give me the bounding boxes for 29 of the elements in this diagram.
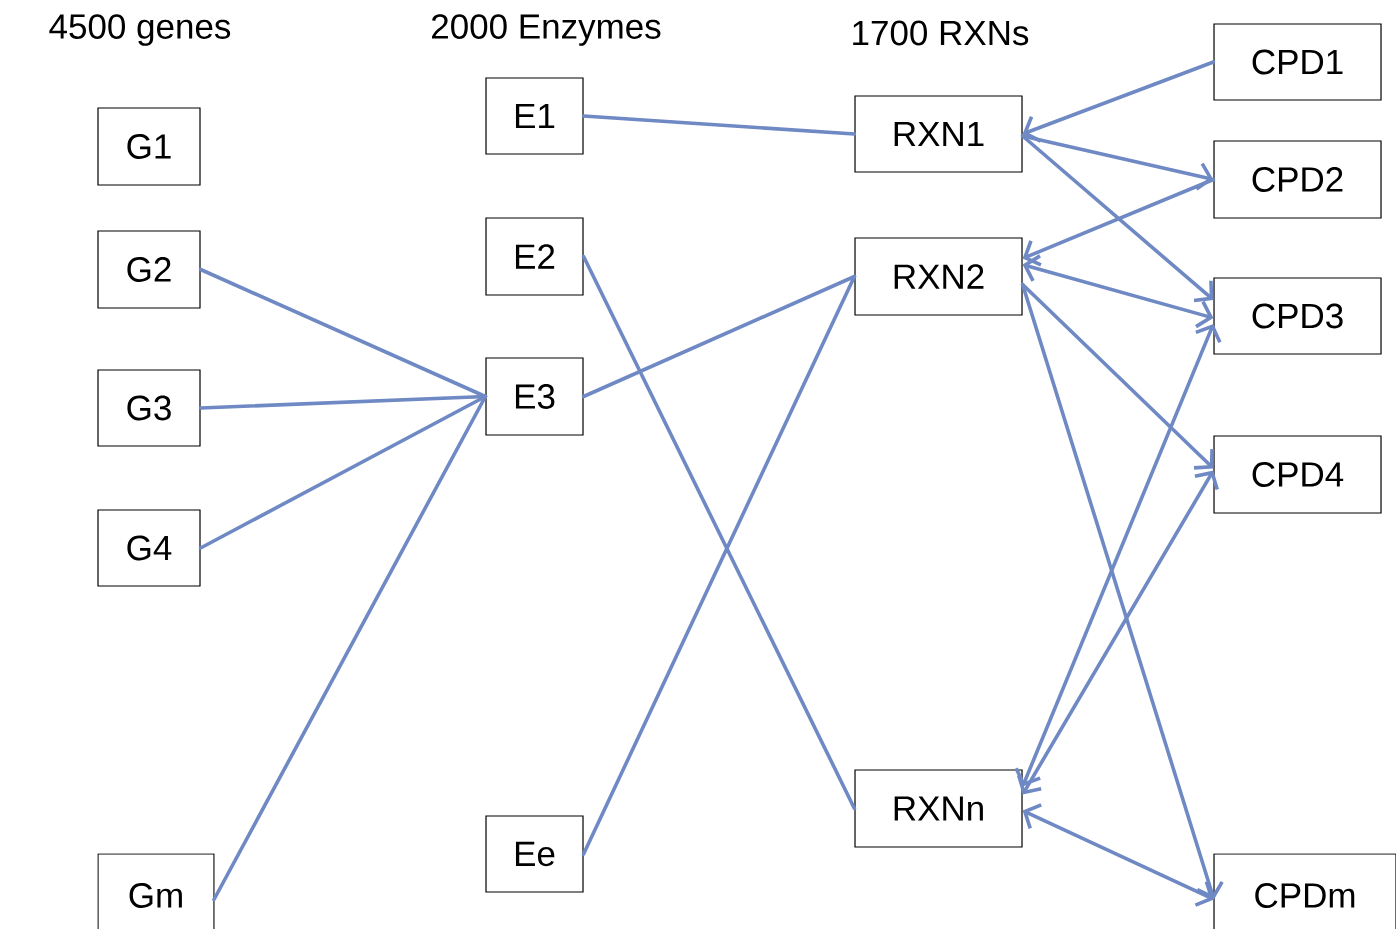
- arrow: [1014, 324, 1222, 787]
- box: CPD2: [1213, 140, 1382, 219]
- box: G2: [97, 230, 201, 309]
- box: G4: [97, 509, 201, 587]
- box: RXN2: [854, 237, 1023, 316]
- column-heading: 4500 genes: [49, 14, 231, 46]
- box: Gm: [97, 853, 215, 929]
- box: CPD1: [1213, 23, 1382, 101]
- arrow: [1022, 803, 1214, 907]
- box: CPD4: [1213, 435, 1382, 514]
- box: G1: [97, 107, 201, 186]
- box: E3: [485, 357, 584, 436]
- arrow: [1022, 177, 1216, 267]
- arrow: [1022, 60, 1216, 143]
- arrow: [1020, 134, 1214, 191]
- arrow: [1020, 282, 1224, 900]
- box: CPDm: [1213, 853, 1396, 929]
- box: CPD3: [1213, 277, 1382, 355]
- box: RXN1: [854, 95, 1023, 173]
- box: E1: [485, 77, 584, 155]
- box: RXNn: [854, 769, 1023, 848]
- box: Ee: [485, 815, 584, 893]
- box: E2: [485, 217, 584, 296]
- column-heading: 1700 RXNs: [853, 20, 1029, 46]
- box: G3: [97, 369, 201, 447]
- arrow: [1020, 134, 1214, 303]
- column-heading: 2000 Enzymes: [432, 14, 661, 46]
- arrow: [1022, 254, 1214, 329]
- arrow: [1017, 470, 1219, 795]
